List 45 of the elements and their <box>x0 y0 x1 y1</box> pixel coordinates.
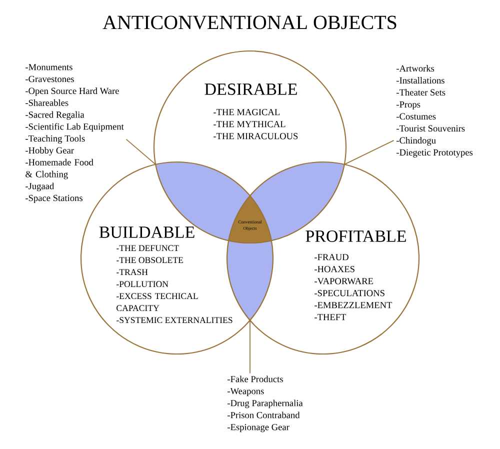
list-item: -Gravestones <box>26 76 74 82</box>
list-item: -THE MIRACULOUS <box>214 133 298 140</box>
list-item: -Scientific Lab Equipment <box>26 123 124 132</box>
list-item: -FRAUD <box>314 254 348 260</box>
list-item: -HOAXES <box>314 266 354 272</box>
list-item: -Shareables <box>26 99 68 106</box>
list-item: -EXCESS TECHICAL CAPACITY <box>116 293 198 312</box>
list-item: -Theater Sets <box>396 89 446 96</box>
list-item: -THE MYTHICAL <box>214 121 286 128</box>
list-item: -Espionage Gear <box>228 424 290 432</box>
list-item: -Open Source Hard Ware <box>26 88 119 96</box>
list-item: -Jugaad <box>26 182 54 192</box>
list-item: -Homemade Food & Clothing <box>26 158 94 180</box>
list-item: -Monuments <box>26 64 72 70</box>
list-item: -THE MAGICAL <box>214 109 280 116</box>
circle-heading: BUILDABLE <box>99 226 194 238</box>
list-item: -SYSTEMIC EXTERNALITIES <box>116 317 232 324</box>
list-item: -Hobby Gear <box>26 147 74 156</box>
title: ANTICONVENTIONAL OBJECTS <box>102 16 396 30</box>
list-item: -Chindogu <box>396 137 436 146</box>
list-item: -Teaching Tools <box>26 135 85 144</box>
list-item: -POLLUTION <box>116 281 168 288</box>
circle-heading: DESIRABLE <box>204 84 297 95</box>
list-item: -Fake Products <box>228 376 283 382</box>
leader-line <box>126 138 156 165</box>
list-item: -Diegetic Prototypes <box>396 149 473 158</box>
list-item: -VAPORWARE <box>314 278 373 284</box>
list-item: -TRASH <box>116 269 148 276</box>
list-item: -SPECULATIONS <box>314 290 384 296</box>
list-item: -Costumes <box>396 113 436 120</box>
list-item: -Installations <box>396 77 444 84</box>
list-item: -EMBEZZLEMENT <box>314 302 392 308</box>
circle-heading: PROFITABLE <box>306 230 406 242</box>
list-item: -Drug Paraphernalia <box>228 400 303 408</box>
leader-line <box>344 140 394 165</box>
list-item: -Weapons <box>228 388 264 396</box>
list-item: -THEFT <box>314 314 346 320</box>
list-item: -Tourist Souvenirs <box>396 125 465 132</box>
list-item: -THE DEFUNCT <box>116 245 179 252</box>
list-item: -Space Stations <box>26 194 82 204</box>
list-item: -Artworks <box>396 65 434 72</box>
list-item: -Sacred Regalia <box>26 111 84 120</box>
list-item: -THE OBSOLETE <box>116 257 183 264</box>
list-item: -Props <box>396 101 420 110</box>
list-item: -Prison Contraband <box>228 412 300 418</box>
